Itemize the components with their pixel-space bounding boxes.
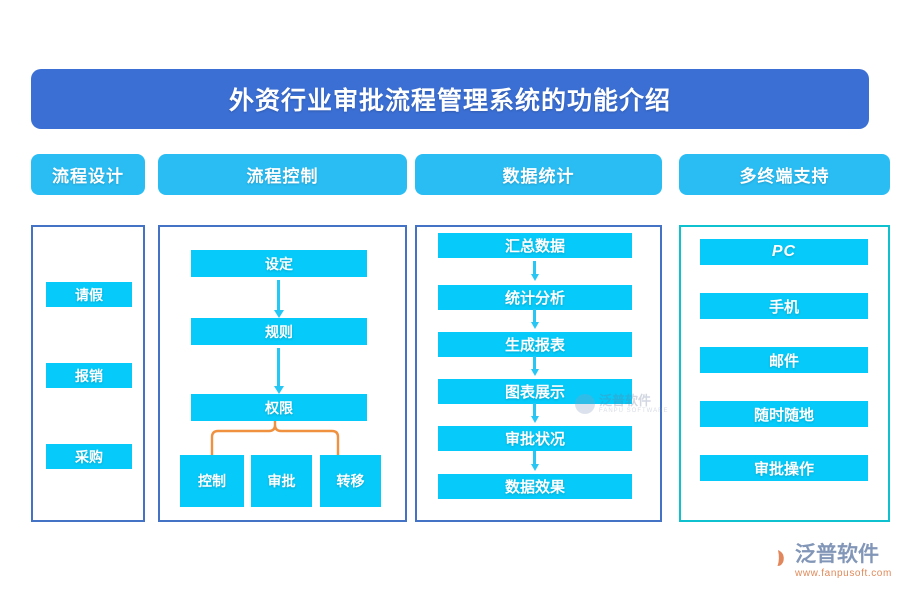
category-label: 数据统计	[502, 167, 575, 186]
chip-label: 规则	[265, 323, 293, 340]
chip-label: 审批操作	[753, 460, 814, 478]
title-banner: 外资行业审批流程管理系统的功能介绍	[31, 69, 869, 129]
multi-terminal-item[interactable]: PC	[700, 239, 868, 265]
chip-label: 请假	[75, 286, 103, 303]
chip-label: 手机	[768, 298, 799, 316]
chip-label: 审批	[267, 473, 296, 489]
page-title: 外资行业审批流程管理系统的功能介绍	[228, 87, 671, 115]
category-header-process-control[interactable]: 流程控制	[158, 154, 407, 195]
process-control-flow-step[interactable]: 设定	[191, 250, 367, 277]
brand-logo-text: 泛普软件 www.fanpusoft.com	[795, 543, 892, 580]
category-header-multi-terminal[interactable]: 多终端支持	[679, 154, 890, 195]
multi-terminal-item[interactable]: 手机	[700, 293, 868, 319]
chip-label: 设定	[265, 255, 293, 272]
data-statistics-flow-step[interactable]: 统计分析	[438, 285, 632, 310]
chip-label: 数据效果	[504, 479, 565, 496]
chip-label: 采购	[75, 448, 103, 465]
process-control-flow-step[interactable]: 权限	[191, 394, 367, 421]
process-control-branch-item[interactable]: 审批	[251, 455, 312, 507]
chip-label: 报销	[75, 367, 103, 384]
flow-arrow-down-icon	[277, 280, 280, 311]
process-control-flow-step[interactable]: 规则	[191, 318, 367, 345]
data-statistics-flow-step[interactable]: 数据效果	[438, 474, 632, 499]
data-statistics-flow-step[interactable]: 审批状况	[438, 426, 632, 451]
chip-label: 随时随地	[753, 406, 814, 424]
branch-bracket-connector	[210, 421, 340, 457]
brand-logo: 泛普软件 www.fanpusoft.com	[762, 543, 894, 587]
chip-label: 转移	[336, 473, 365, 489]
chip-label: 权限	[265, 399, 293, 416]
category-header-data-statistics[interactable]: 数据统计	[415, 154, 662, 195]
data-statistics-flow-step[interactable]: 汇总数据	[438, 233, 632, 258]
chip-label: 生成报表	[504, 337, 565, 354]
flow-arrow-down-icon	[533, 261, 536, 275]
multi-terminal-item[interactable]: 随时随地	[700, 401, 868, 427]
category-label: 多终端支持	[739, 167, 830, 186]
chip-label: 邮件	[768, 352, 799, 370]
data-statistics-flow-step[interactable]: 图表展示	[438, 379, 632, 404]
category-label: 流程设计	[52, 167, 124, 186]
column-box-data-statistics	[415, 225, 662, 522]
flow-arrow-down-icon	[533, 451, 536, 465]
multi-terminal-item[interactable]: 邮件	[700, 347, 868, 373]
process-control-branch-item[interactable]: 控制	[180, 455, 244, 507]
process-design-item[interactable]: 请假	[46, 282, 132, 307]
data-statistics-flow-step[interactable]: 生成报表	[438, 332, 632, 357]
brand-name: 泛普软件	[795, 543, 879, 566]
brand-logo-icon	[770, 546, 784, 572]
chip-label: 汇总数据	[504, 238, 565, 255]
chip-label: PC	[771, 243, 797, 260]
chip-label: 图表展示	[504, 384, 565, 401]
brand-url: www.fanpusoft.com	[795, 568, 892, 579]
category-header-process-design[interactable]: 流程设计	[31, 154, 145, 195]
flow-arrow-down-icon	[533, 309, 536, 323]
process-control-branch-item[interactable]: 转移	[320, 455, 381, 507]
process-design-item[interactable]: 报销	[46, 363, 132, 388]
process-design-item[interactable]: 采购	[46, 444, 132, 469]
chip-label: 审批状况	[504, 431, 565, 448]
multi-terminal-item[interactable]: 审批操作	[700, 455, 868, 481]
chip-label: 统计分析	[504, 290, 565, 307]
chip-label: 控制	[198, 473, 226, 489]
category-label: 流程控制	[246, 167, 319, 186]
flow-arrow-down-icon	[533, 356, 536, 370]
flow-arrow-down-icon	[277, 348, 280, 387]
flow-arrow-down-icon	[533, 403, 536, 417]
